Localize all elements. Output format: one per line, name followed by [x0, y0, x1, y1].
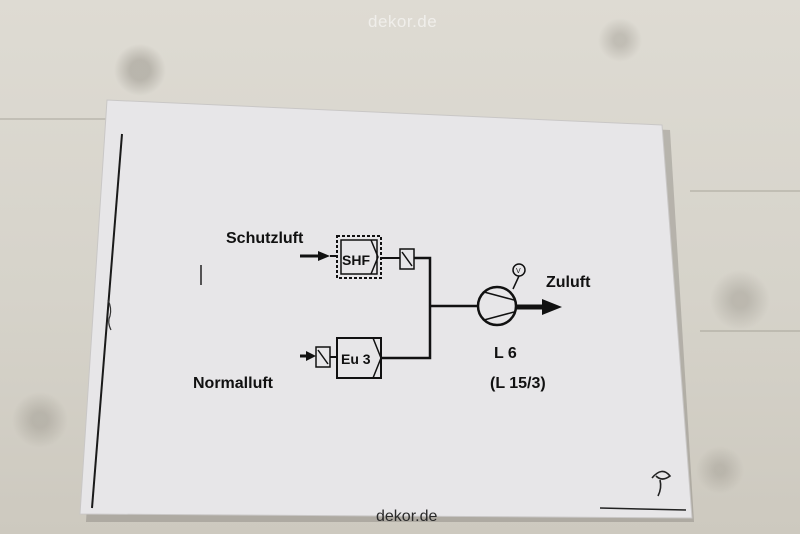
inlet-arrow-top — [318, 251, 330, 261]
fan-blade — [483, 311, 515, 321]
damper-top-blade — [401, 251, 413, 267]
gauge-stem — [512, 275, 520, 290]
paper — [79, 99, 693, 519]
label-unit-ref: (L 15/3) — [490, 375, 546, 392]
shf-filter-inner — [340, 239, 378, 275]
shf-filter-label: SHF — [342, 252, 370, 268]
fan-blade — [483, 291, 515, 301]
wall-mortar-line — [0, 118, 110, 120]
inlet-arrow-bottom — [306, 351, 316, 361]
label-unit-id: L 6 — [494, 345, 517, 362]
signature-mark — [651, 470, 672, 497]
fan-icon — [476, 285, 518, 327]
margin-line — [91, 133, 123, 509]
bottom-line — [599, 507, 687, 511]
watermark-top: dekor.de — [368, 12, 438, 31]
wall-mortar-line — [700, 330, 800, 332]
wall-mortar-line — [690, 190, 800, 192]
gauge-icon — [512, 263, 526, 277]
damper-bottom-blade — [317, 349, 329, 365]
duct-top — [414, 256, 432, 306]
handwritten-mark — [107, 299, 112, 331]
outlet-arrow — [542, 299, 562, 315]
label-zuluft: Zuluft — [546, 274, 591, 291]
label-schutzluft: Schutzluft — [226, 230, 304, 247]
eu3-filter-label: Eu 3 — [341, 351, 371, 367]
label-normalluft: Normalluft — [193, 375, 274, 392]
duct-bottom — [381, 306, 432, 360]
watermark-bottom: dekor.de — [376, 508, 438, 525]
shf-filter-chevron — [370, 239, 379, 275]
gauge-label: V — [516, 268, 521, 275]
